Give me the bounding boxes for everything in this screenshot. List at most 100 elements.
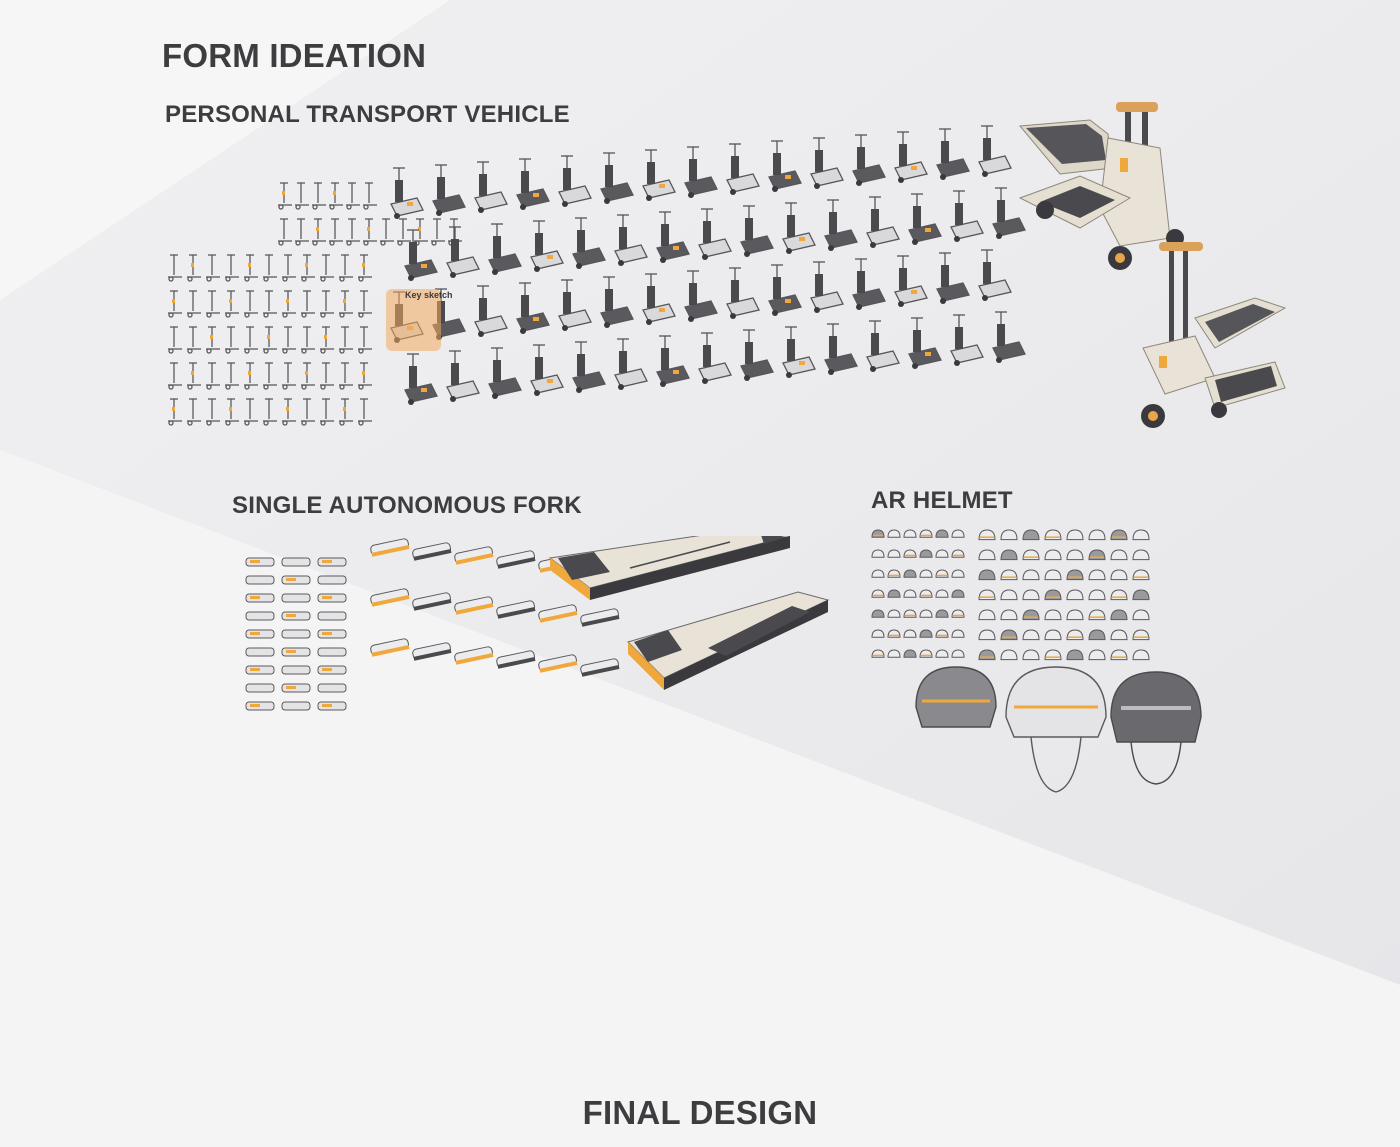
helmet-thumbnail [951, 649, 965, 658]
helmet-sketch-large-3 [1110, 671, 1202, 785]
scooter-thumbnail [244, 362, 258, 390]
helmet-thumbnail [951, 549, 965, 558]
scooter-sketch [852, 258, 886, 310]
scooter-thumbnail [339, 254, 353, 282]
helmet-thumbnail [871, 609, 885, 618]
fork-thumbnail [317, 557, 347, 567]
scooter-sketch [726, 267, 760, 319]
helmet-thumbnail [1066, 569, 1084, 581]
scooter-thumbnail [320, 290, 334, 318]
scooter-thumbnail [339, 290, 353, 318]
helmet-thumbnail [978, 589, 996, 601]
helmet-thumbnail [1088, 569, 1106, 581]
helmet-thumbnail [1088, 529, 1106, 541]
helmet-thumbnail [887, 609, 901, 618]
scooter-sketch [558, 155, 592, 207]
scooter-sketch [810, 137, 844, 189]
scooter-sketch [614, 214, 648, 266]
helmet-thumbnail [903, 629, 917, 638]
helmet-thumbnail [951, 629, 965, 638]
scooter-sketch [726, 143, 760, 195]
helmet-thumbnail [1044, 649, 1062, 661]
scooter-thumbnail [244, 290, 258, 318]
fork-thumbnail [245, 683, 275, 693]
fork-sketch [454, 546, 494, 565]
scooter-thumbnail [312, 218, 326, 246]
thumbnail-scooter-grid [168, 182, 462, 426]
helmet-thumbnail [1022, 549, 1040, 561]
scooter-thumbnail [278, 218, 292, 246]
key-sketch-highlight [386, 289, 441, 351]
scooter-thumbnail [339, 362, 353, 390]
scooter-thumbnail [278, 182, 292, 210]
scooter-thumbnail [339, 398, 353, 426]
fork-thumbnail [245, 647, 275, 657]
scooter-thumbnail [282, 290, 296, 318]
scooter-sketch [768, 264, 802, 316]
fork-thumbnail-grid [245, 538, 620, 711]
fork-sketch [580, 658, 620, 677]
scooter-sketch [950, 314, 984, 366]
scooter-sketch [698, 208, 732, 260]
scooter-thumbnail [380, 218, 394, 246]
scooter-thumbnail [187, 326, 201, 354]
mid-scooter-sketches [390, 125, 1026, 405]
scooter-sketch [530, 220, 564, 272]
section-title-ar-helmet: AR HELMET [871, 487, 1013, 514]
scooter-sketch [908, 193, 942, 245]
scooter-thumbnail [206, 398, 220, 426]
scooter-sketch [740, 205, 774, 257]
scooter-sketch [866, 320, 900, 372]
helmet-thumbnail [1088, 589, 1106, 601]
helmet-thumbnail [935, 649, 949, 658]
scooter-thumbnail [206, 290, 220, 318]
helmet-thumbnail [1022, 569, 1040, 581]
helmet-thumbnail [1000, 629, 1018, 641]
fork-thumbnail [245, 557, 275, 567]
helmet-thumbnail [1066, 549, 1084, 561]
fork-thumbnail [245, 701, 275, 711]
scooter-sketch [516, 282, 550, 334]
helmet-thumbnail [1022, 629, 1040, 641]
scooter-sketch [642, 273, 676, 325]
helmet-thumbnail [1000, 589, 1018, 601]
helmet-thumbnail [1000, 549, 1018, 561]
fork-thumbnail [245, 593, 275, 603]
ptv-render-small [1141, 242, 1287, 428]
scooter-sketch [824, 323, 858, 375]
helmet-thumbnail [1088, 549, 1106, 561]
helmet-thumbnail [919, 589, 933, 598]
helmet-thumbnail [1110, 649, 1128, 661]
fork-thumbnail [317, 683, 347, 693]
fork-sketch [370, 588, 410, 607]
scooter-thumbnail [168, 398, 182, 426]
helmet-thumbnail [935, 629, 949, 638]
helmet-thumbnail [951, 609, 965, 618]
helmet-thumbnail [1066, 589, 1084, 601]
scooter-sketch [600, 152, 634, 204]
helmet-thumbnail [1022, 609, 1040, 621]
helmet-thumbnail [1044, 529, 1062, 541]
fork-sketch [412, 592, 452, 611]
scooter-thumbnail [320, 398, 334, 426]
scooter-thumbnail [282, 254, 296, 282]
scooter-thumbnail [168, 326, 182, 354]
helmet-thumbnail [871, 569, 885, 578]
helmet-thumbnail [887, 649, 901, 658]
helmet-thumbnail [1110, 589, 1128, 601]
scooter-thumbnail [301, 326, 315, 354]
fork-thumbnail [317, 665, 347, 675]
scooter-thumbnail [301, 290, 315, 318]
fork-sketch [370, 538, 410, 557]
scooter-thumbnail [282, 362, 296, 390]
helmet-thumbnail [1044, 589, 1062, 601]
helmet-thumbnail [1132, 649, 1150, 661]
scooter-thumbnail [329, 182, 343, 210]
helmet-thumbnail [903, 569, 917, 578]
scooter-thumbnail [295, 218, 309, 246]
scooter-thumbnail [339, 326, 353, 354]
fork-thumbnail [281, 647, 311, 657]
helmet-thumbnail [887, 589, 901, 598]
scooter-sketch [950, 190, 984, 242]
